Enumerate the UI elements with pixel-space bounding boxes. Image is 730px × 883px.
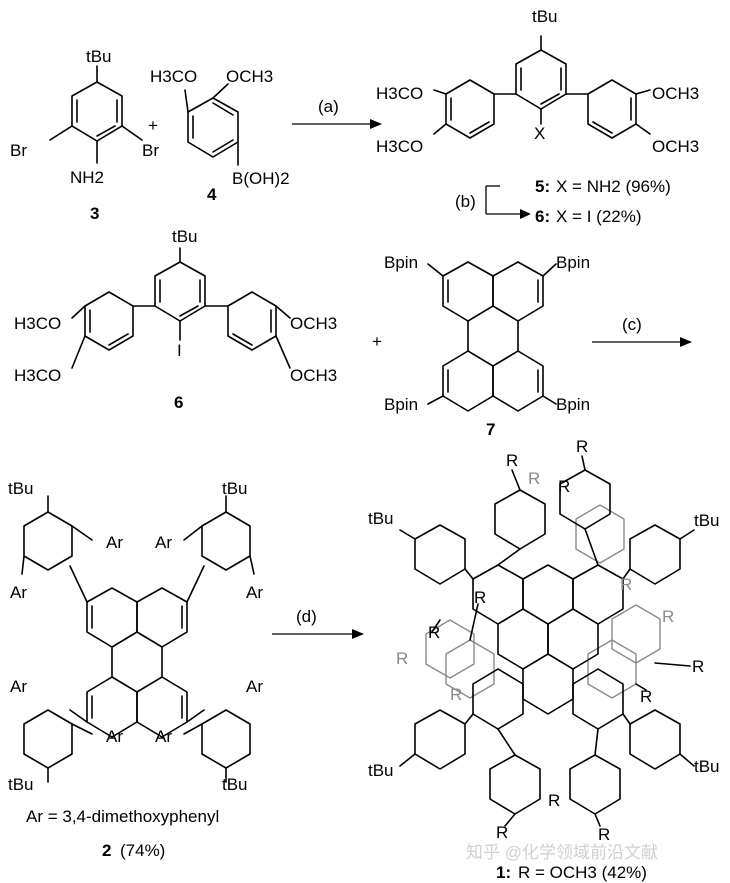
step-b: (b) 5: X = NH2 (96%) 6: X = I (22%) — [455, 177, 671, 226]
c7-bpin-tl: Bpin — [384, 253, 418, 272]
c5-ome-tr: OCH3 — [652, 84, 699, 103]
c1-r-13: R — [548, 791, 560, 810]
label-a: (a) — [318, 97, 339, 116]
compound-1: tBu tBu tBu tBu R R R R R R R R R R R R … — [368, 437, 720, 882]
c4-number: 4 — [207, 185, 217, 204]
c1-tbu-tl: tBu — [368, 509, 394, 528]
label-d: (d) — [296, 607, 317, 626]
c4-ome-right: OCH3 — [226, 67, 273, 86]
c1-r-15: R — [598, 825, 610, 844]
c1-tbu-br: tBu — [694, 757, 720, 776]
c2-ar-1: Ar — [106, 533, 123, 552]
c1-r-8: R — [450, 685, 462, 704]
c1-r-7: R — [396, 649, 408, 668]
product5-text: X = NH2 (96%) — [556, 177, 671, 196]
plus-sign-1: + — [148, 116, 158, 135]
c6-number: 6 — [174, 393, 183, 412]
c3-number: 3 — [90, 204, 99, 223]
c2-tbu-bl: tBu — [8, 775, 34, 794]
watermark: 知乎 @化学领域前沿文献 — [466, 843, 658, 862]
c6-ome-tl: H3CO — [14, 314, 61, 333]
c2-ar-5: Ar — [10, 677, 27, 696]
c2-yield: (74%) — [120, 841, 165, 860]
c7-number: 7 — [486, 420, 495, 439]
compound-7: Bpin Bpin Bpin Bpin 7 — [384, 253, 590, 439]
c2-ar-7: Ar — [246, 677, 263, 696]
c2-ar-3: Ar — [155, 533, 172, 552]
c1-r-4: R — [558, 477, 570, 496]
c3-tbu-label: tBu — [86, 47, 112, 66]
c2-tbu-tr: tBu — [222, 479, 248, 498]
product6-num: 6: — [535, 207, 550, 226]
c6-ome-br: OCH3 — [290, 366, 337, 385]
c3-br-right: Br — [142, 141, 159, 160]
c5-x-label: X — [534, 124, 545, 143]
c1-r-9: R — [620, 575, 632, 594]
label-c: (c) — [622, 315, 642, 334]
c3-br-left: Br — [10, 141, 27, 160]
c2-ar-2: Ar — [10, 583, 27, 602]
product6-text: X = I (22%) — [556, 207, 642, 226]
c6-i-label: I — [177, 341, 182, 360]
c1-number: 1: — [496, 863, 511, 882]
c1-r-1: R — [506, 451, 518, 470]
c2-ar-definition: Ar = 3,4-dimethoxyphenyl — [26, 807, 219, 826]
c5-tbu-label: tBu — [532, 7, 558, 26]
c1-tbu-bl: tBu — [368, 761, 394, 780]
c4-ome-left: H3CO — [150, 67, 197, 86]
c4-boronic: B(OH)2 — [232, 169, 290, 188]
c6-tbu-label: tBu — [172, 227, 198, 246]
c5-ome-br: OCH3 — [652, 137, 699, 156]
c3-amine-label: NH2 — [70, 168, 104, 187]
c2-tbu-tl: tBu — [8, 479, 34, 498]
compound-5: tBu H3CO H3CO OCH3 OCH3 X — [376, 7, 699, 156]
compound-2: tBu tBu tBu tBu Ar Ar Ar Ar Ar Ar Ar Ar … — [8, 479, 263, 860]
arrow-d-head — [352, 629, 364, 639]
c1-r-2: R — [576, 437, 588, 456]
c7-bpin-bl: Bpin — [384, 395, 418, 414]
c5-ome-bl: H3CO — [376, 137, 423, 156]
c5-ome-tl: H3CO — [376, 84, 423, 103]
c1-r-12: R — [640, 687, 652, 706]
c1-r-5: R — [474, 588, 486, 607]
c6-ome-bl: H3CO — [14, 366, 61, 385]
arrow-a-head — [370, 119, 382, 129]
c1-r-3: R — [528, 469, 540, 488]
c2-tbu-br: tBu — [222, 775, 248, 794]
c1-definition: R = OCH3 (42%) — [518, 863, 647, 882]
compound-4: H3CO OCH3 B(OH)2 4 — [150, 67, 290, 204]
c7-bpin-tr: Bpin — [556, 253, 590, 272]
c2-number: 2 — [102, 841, 111, 860]
c7-bpin-br: Bpin — [556, 395, 590, 414]
c1-r-14: R — [496, 823, 508, 842]
c6-ome-tr: OCH3 — [290, 314, 337, 333]
product5-num: 5: — [535, 177, 550, 196]
label-b: (b) — [455, 192, 476, 211]
c2-ar-4: Ar — [246, 583, 263, 602]
c2-ar-8: Ar — [155, 727, 172, 746]
compound-3: tBu Br Br NH2 3 — [10, 47, 159, 223]
c2-ar-6: Ar — [106, 727, 123, 746]
c1-r-10: R — [662, 607, 674, 626]
compound-6: tBu H3CO H3CO OCH3 OCH3 I 6 — [14, 227, 337, 412]
c1-tbu-tr: tBu — [694, 511, 720, 530]
arrow-c-head — [680, 337, 692, 347]
c1-r-6: R — [428, 623, 440, 642]
plus-sign-2: + — [372, 332, 382, 351]
c1-r-11: R — [692, 657, 704, 676]
